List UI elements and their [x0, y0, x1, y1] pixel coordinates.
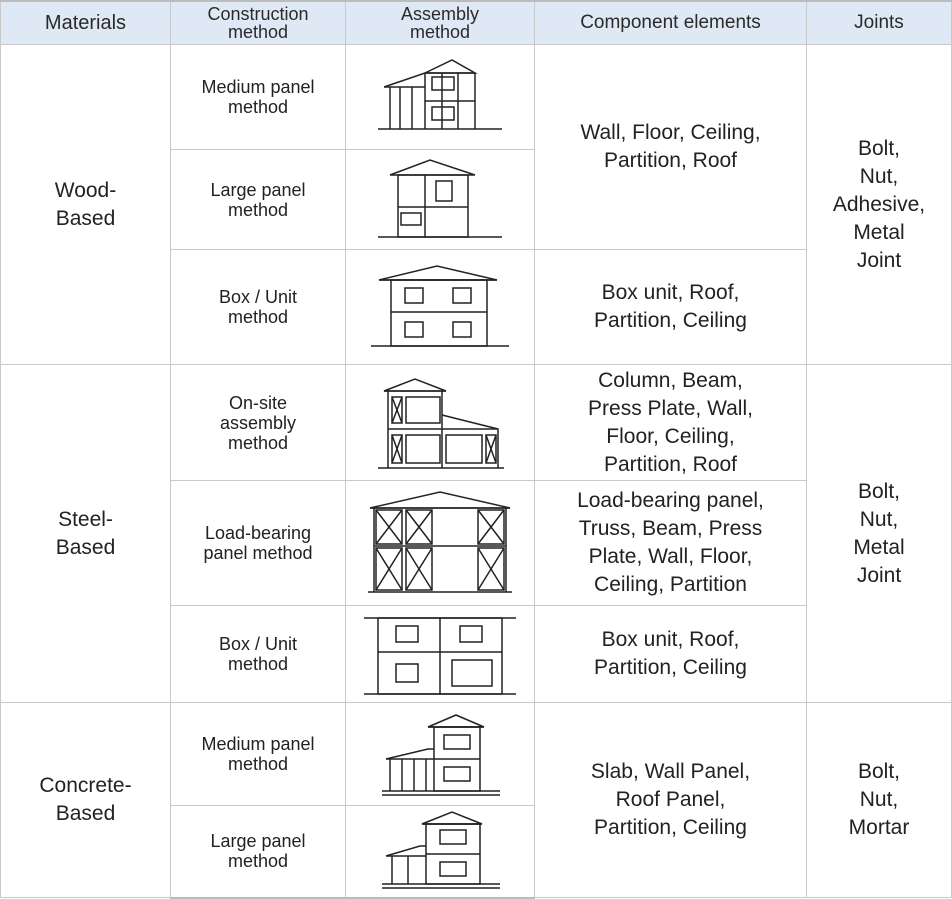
material-wood: Wood-Based — [0, 44, 171, 365]
concrete-medium-panel-drawing — [345, 702, 535, 806]
components-cell: Box unit, Roof,Partition, Ceiling — [534, 249, 807, 365]
joints-concrete: Bolt,Nut,Mortar — [806, 702, 952, 898]
steel-load-bearing-panel-drawing — [345, 480, 535, 606]
wood-box-unit-drawing — [345, 249, 535, 365]
header-joints: Joints — [806, 0, 952, 45]
steel-box-unit-drawing — [345, 605, 535, 703]
concrete-large-panel-drawing — [345, 805, 535, 899]
wood-large-panel-drawing — [345, 149, 535, 250]
wood-medium-panel-drawing — [345, 44, 535, 150]
components-cell: Box unit, Roof,Partition, Ceiling — [534, 605, 807, 703]
material-concrete: Concrete-Based — [0, 702, 171, 898]
header-materials: Materials — [0, 0, 171, 45]
steel-onsite-assembly-drawing — [345, 364, 535, 481]
components-cell: Column, Beam,Press Plate, Wall,Floor, Ce… — [534, 364, 807, 481]
material-steel: Steel-Based — [0, 364, 171, 703]
header-component-elements: Component elements — [534, 0, 807, 45]
components-cell: Wall, Floor, Ceiling,Partition, Roof — [534, 44, 807, 250]
components-cell: Slab, Wall Panel,Roof Panel,Partition, C… — [534, 702, 807, 898]
